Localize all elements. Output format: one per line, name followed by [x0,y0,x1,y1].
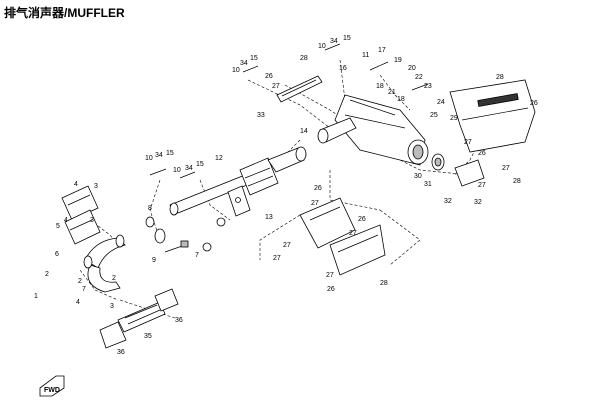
part-label-31-0: 31 [424,181,432,188]
part-label-27-2: 27 [283,242,291,249]
part-label-10-2: 10 [145,155,153,162]
part-label-4-1: 4 [64,217,68,224]
part-label-2-1: 2 [78,278,82,285]
part-label-26-3: 26 [327,286,335,293]
part-label-15-3: 15 [196,161,204,168]
part-label-26-0: 26 [265,73,273,80]
part-label-16-0: 16 [339,65,347,72]
part-label-19-0: 19 [394,57,402,64]
part-label-27-7: 27 [502,165,510,172]
part-label-22-0: 22 [415,74,423,81]
part-label-26-2: 26 [358,216,366,223]
part-label-18-1: 18 [397,96,405,103]
part-label-27-5: 27 [326,272,334,279]
part-label-9-0: 9 [152,257,156,264]
part-label-20-0: 20 [408,65,416,72]
part-label-10-1: 10 [318,43,326,50]
part-label-17-0: 17 [378,47,386,54]
part-label-10-3: 10 [173,167,181,174]
part-label-6-0: 6 [55,251,59,258]
part-label-34-1: 34 [330,38,338,45]
part-label-25-0: 25 [430,112,438,119]
part-label-4-0: 4 [74,181,78,188]
part-label-28-2: 28 [380,280,388,287]
part-label-26-5: 26 [478,150,486,157]
part-label-11-0: 11 [362,52,369,59]
header-pipe [83,234,126,293]
part-label-34-3: 34 [185,165,193,172]
part-label-28-0: 28 [300,55,308,62]
part-label-4-2: 4 [76,299,80,306]
diagram-title: 排气消声器/MUFFLER [4,6,125,20]
part-label-2-2: 2 [112,275,116,282]
part-label-23-0: 23 [424,83,432,90]
part-label-29-0: 29 [450,115,458,122]
bolts [149,43,429,179]
part-label-27-1: 27 [311,200,319,207]
part-label-24-0: 24 [437,99,445,106]
part-label-3-2: 3 [110,303,114,310]
part-label-14-0: 14 [300,128,308,135]
part-label-10-0: 10 [232,67,240,74]
part-label-8-0: 8 [148,205,152,212]
part-label-13-0: 13 [265,214,273,221]
lower-heat-shields [299,197,386,276]
part-label-5-0: 5 [56,223,60,230]
heat-shield-upper [276,75,323,103]
part-label-18-0: 18 [376,83,384,90]
part-label-7-0: 7 [195,252,199,259]
part-label-26-4: 26 [530,100,538,107]
part-label-7-1: 7 [82,286,86,293]
part-label-15-2: 15 [166,150,174,157]
part-label-27-8: 27 [478,182,486,189]
muffler-body [334,94,429,166]
part-label-27-6: 27 [464,139,472,146]
bracket [227,185,251,217]
end-cap-parts [431,153,485,187]
flange-and-gasket [99,288,179,349]
gasket-parts [145,216,226,252]
part-label-26-1: 26 [314,185,322,192]
part-label-32-0: 32 [444,198,452,205]
silencer-cover [449,79,536,153]
inlet-pipe [317,117,357,144]
part-label-36-0: 36 [175,317,183,324]
header-heat-guards [61,185,101,245]
part-label-34-0: 34 [240,60,248,67]
part-label-36-1: 36 [117,349,125,356]
part-label-27-4: 27 [349,230,357,237]
catalyst-section [239,146,307,196]
part-label-3-0: 3 [94,183,98,190]
part-label-27-3: 27 [273,255,281,262]
part-label-27-0: 27 [272,83,280,90]
part-label-28-1: 28 [496,74,504,81]
oxygen-sensor [164,240,189,253]
part-label-12-0: 12 [215,155,223,162]
part-label-30-0: 30 [414,173,422,180]
part-label-21-0: 21 [388,89,396,96]
part-label-2-0: 2 [45,271,49,278]
part-label-fwd-0: FWD [44,387,60,394]
part-label-33-0: 33 [257,112,265,119]
part-label-1-0: 1 [34,293,38,300]
forward-arrow-icon [39,375,65,397]
part-label-34-2: 34 [155,152,163,159]
part-label-15-1: 15 [343,35,351,42]
part-label-15-0: 15 [250,55,258,62]
part-label-3-1: 3 [90,217,94,224]
part-label-35-0: 35 [144,333,152,340]
part-label-32-1: 32 [474,199,482,206]
part-label-28-3: 28 [513,178,521,185]
